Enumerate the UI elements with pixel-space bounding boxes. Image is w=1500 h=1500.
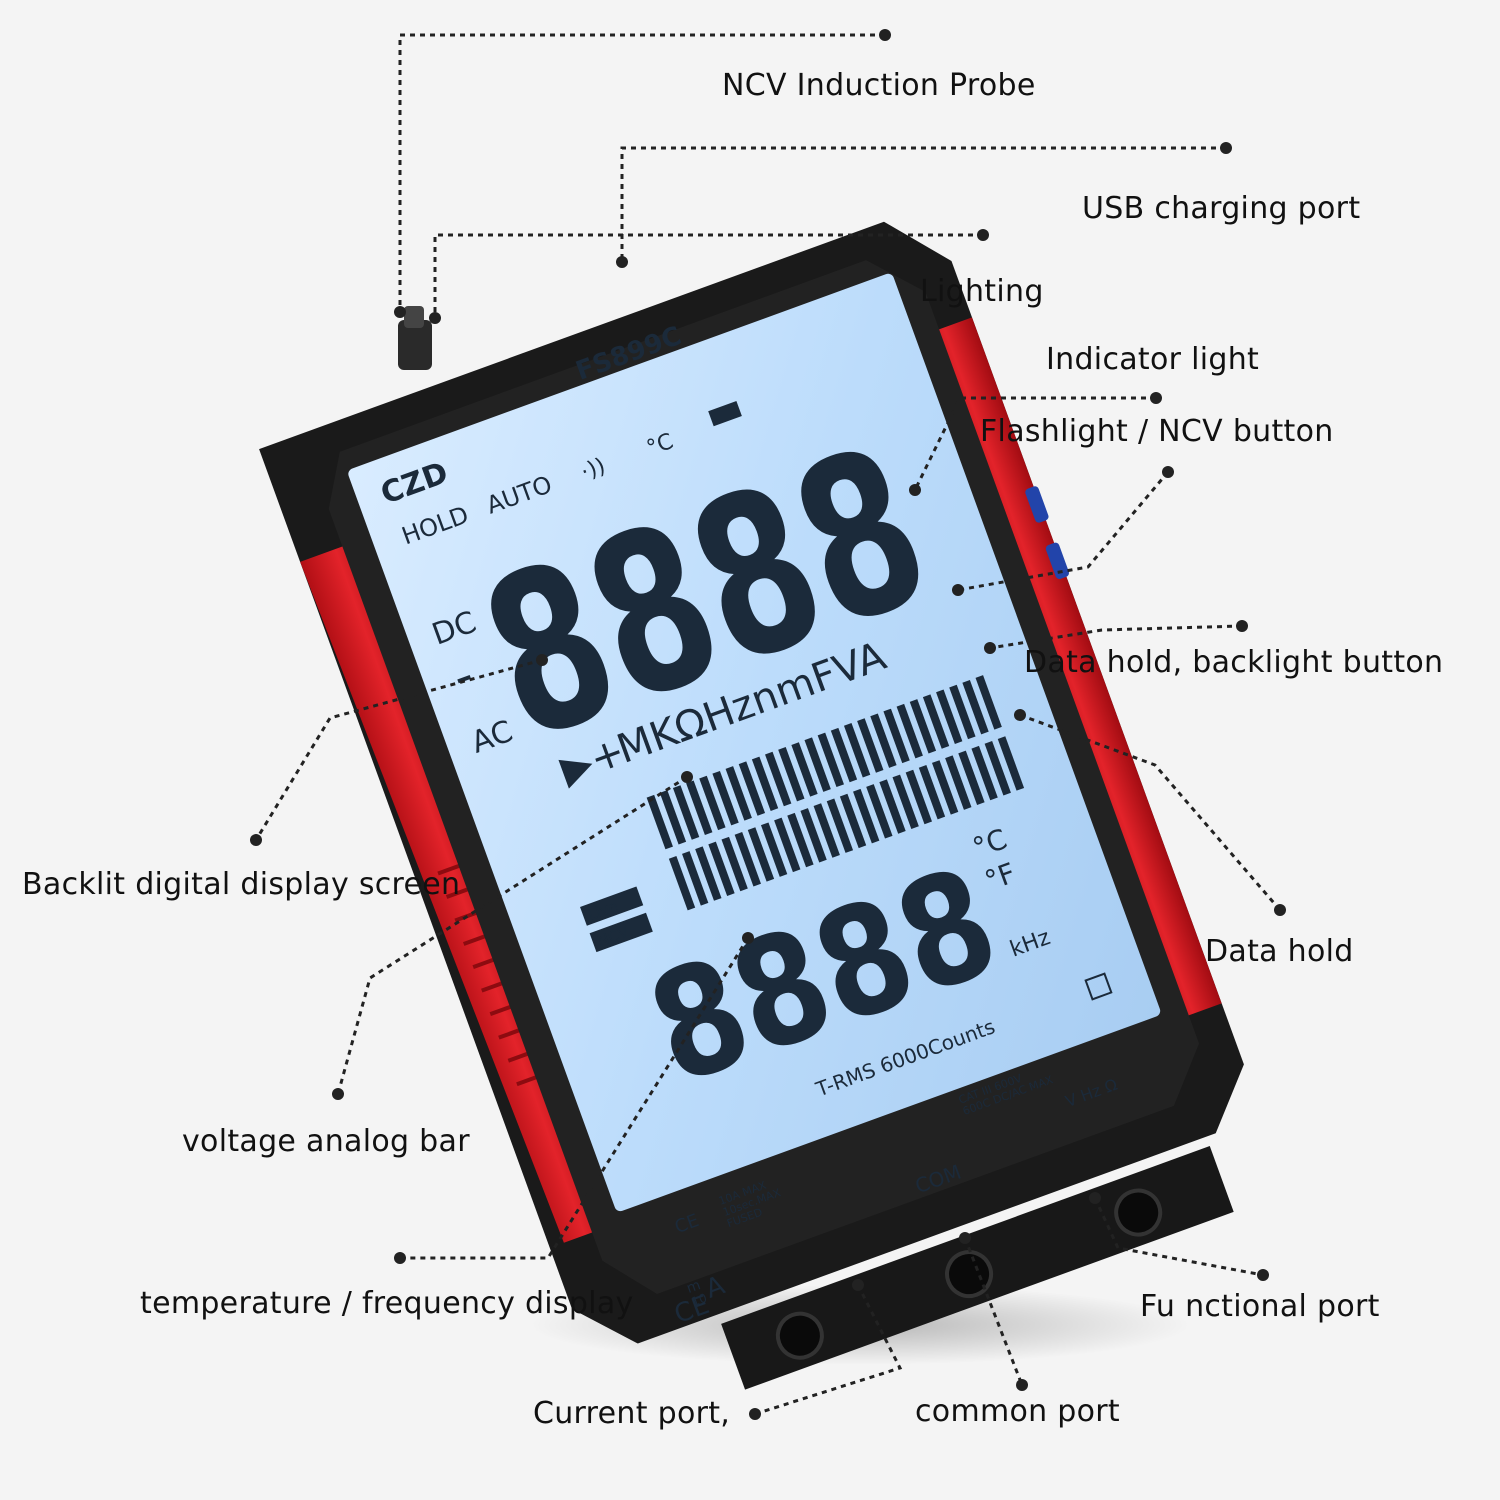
leader-data-hold-backlight: [989, 624, 1243, 650]
label-temp-freq: temperature / frequency display: [140, 1286, 634, 1321]
leader-common-port: [963, 1237, 1024, 1386]
label-flashlight-ncv: Flashlight / NCV button: [980, 414, 1334, 449]
functional-port-jack[interactable]: [1110, 1184, 1166, 1240]
lcd-screen: [348, 273, 1161, 1212]
label-functional-port: Fu nctional port: [1140, 1289, 1380, 1324]
leader-backlit-screen: [254, 658, 543, 841]
label-usb-port: USB charging port: [1082, 191, 1361, 226]
leader-dots: [250, 29, 1286, 1420]
leader-lighting: [433, 233, 983, 318]
label-data-hold: Data hold: [1205, 934, 1354, 969]
label-common-port: common port: [915, 1394, 1120, 1429]
battery-icon: [708, 401, 742, 427]
leader-usb-port: [620, 146, 1226, 262]
label-data-hold-backlight: Data hold, backlight button: [1024, 645, 1444, 680]
label-ncv-probe: NCV Induction Probe: [722, 68, 1036, 103]
double-insulation-icon: [1084, 972, 1113, 1001]
leader-data-hold: [1019, 713, 1282, 911]
data-hold-backlight-button[interactable]: [1045, 542, 1070, 581]
label-indicator: Indicator light: [1046, 342, 1260, 377]
leader-ncv-probe: [398, 33, 885, 312]
label-backlit-screen: Backlit digital display screen: [22, 867, 461, 902]
label-current-port: Current port,: [533, 1396, 731, 1431]
amp-10: 10: [690, 1291, 709, 1309]
current-port-jack[interactable]: [772, 1307, 828, 1363]
leader-current-port: [754, 1284, 903, 1416]
label-lighting: Lighting: [920, 274, 1044, 309]
leader-flashlight-ncv: [957, 471, 1170, 592]
leader-lines: [254, 33, 1282, 1416]
label-analog-bar: voltage analog bar: [182, 1124, 470, 1159]
common-port-jack[interactable]: [941, 1246, 997, 1302]
multimeter-body: CZD FS899C HOLD AUTO ·)) °C DC - AC 8888…: [259, 221, 1244, 1390]
amp-m: m: [685, 1277, 703, 1297]
leader-functional-port: [1093, 1197, 1264, 1277]
ncv-probe: [398, 306, 432, 370]
leader-indicator: [913, 396, 1156, 491]
voltage-analog-bar: [646, 675, 1025, 911]
live-badge-bg: [580, 886, 644, 926]
ncv-badge-bg: [589, 912, 653, 953]
flashlight-ncv-button[interactable]: [1024, 485, 1049, 524]
